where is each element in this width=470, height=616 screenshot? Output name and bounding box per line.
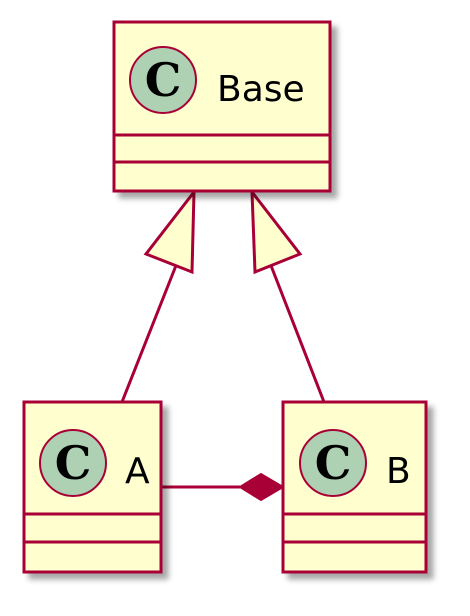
class-stereotype-icon — [39, 429, 107, 497]
class-base[interactable]: C Base — [112, 20, 332, 193]
class-stereotype-letter: C — [145, 53, 182, 107]
inheritance-a-base — [120, 187, 196, 403]
inheritance-b-base — [250, 187, 326, 403]
class-stereotype-icon — [299, 429, 367, 497]
class-name-a: A — [125, 451, 150, 492]
class-b[interactable]: C B — [281, 400, 428, 574]
composition-a-b — [161, 472, 285, 502]
class-name-base: Base — [217, 69, 305, 110]
class-stereotype-letter: C — [55, 436, 92, 490]
class-a[interactable]: C A — [22, 400, 163, 574]
class-stereotype-letter: C — [315, 436, 352, 490]
class-stereotype-icon — [129, 46, 197, 114]
class-name-b: B — [386, 451, 411, 492]
